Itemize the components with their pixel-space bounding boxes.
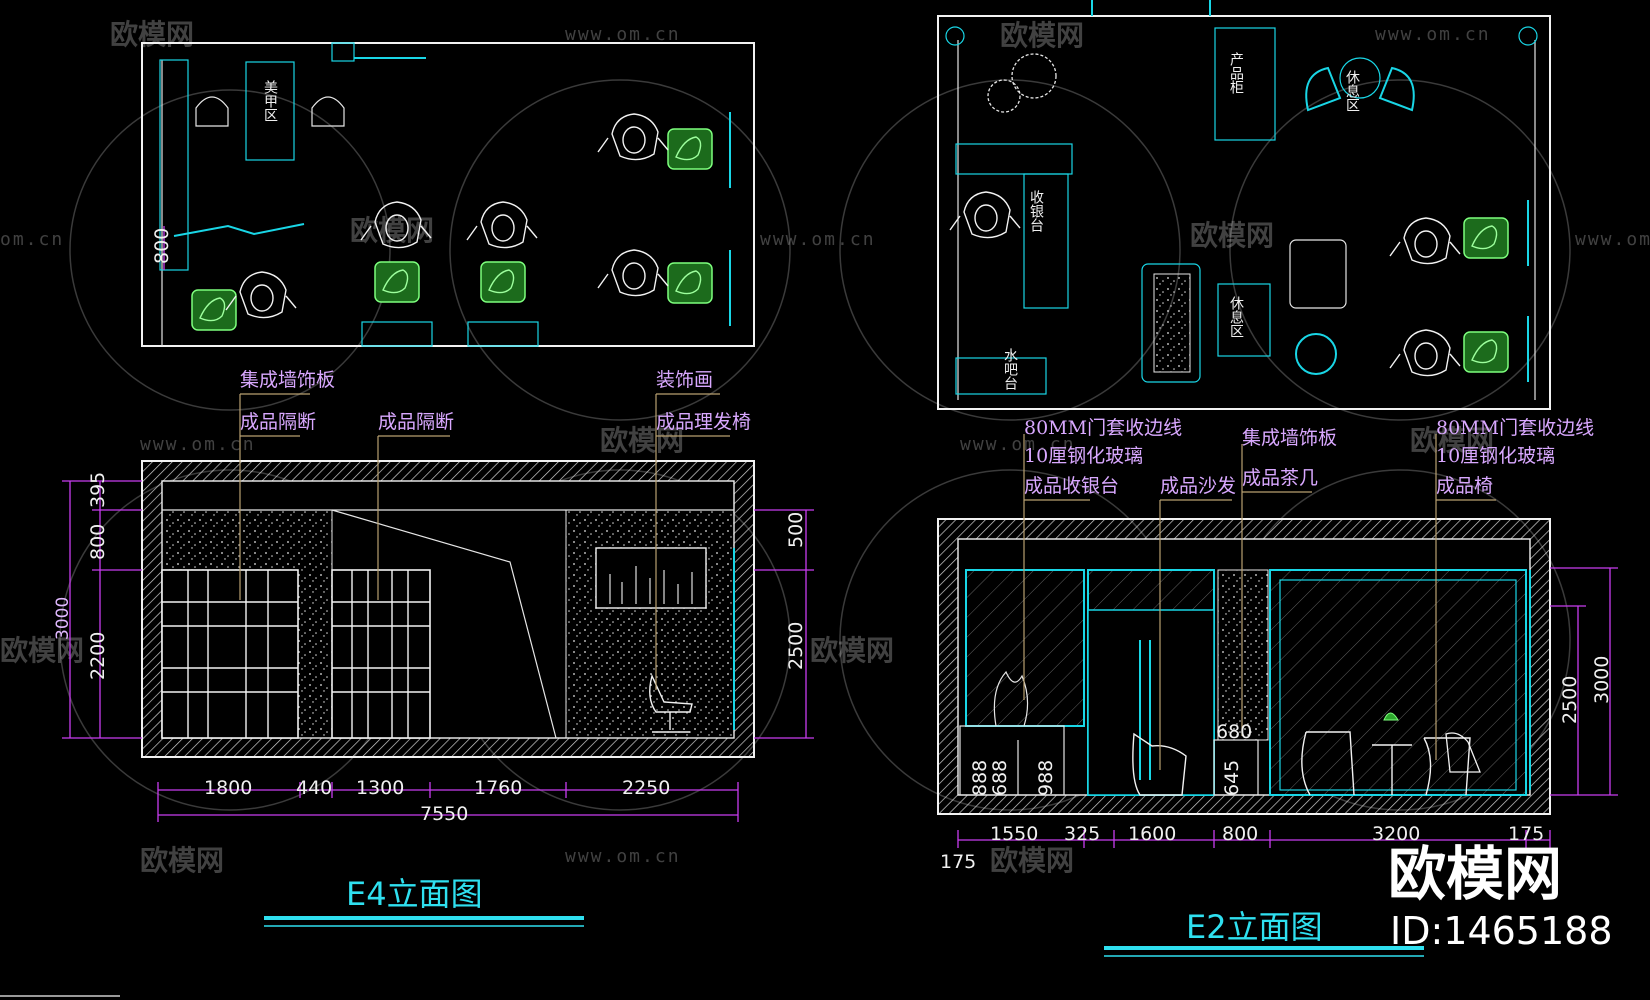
floor-plan-left: 美甲区 800 (141, 42, 755, 347)
dim-440: 440 (296, 777, 332, 799)
e2-table-set (1301, 712, 1481, 796)
room-label-bar: 水吧台 (1002, 348, 1018, 390)
e2-dimensions: 888 688 988 680 645 1550 325 1600 800 32… (940, 567, 1618, 873)
brand-id: ID:1465188 (1390, 909, 1613, 953)
watermark-url: www.om.cn (565, 846, 681, 867)
dim-395: 395 (87, 472, 109, 508)
e4-partition-2 (331, 569, 431, 739)
label-door-trim-b: 80MM门套收边线 (1436, 417, 1594, 439)
label-partition-2: 成品隔断 (378, 411, 454, 433)
dim-325: 325 (1064, 823, 1100, 845)
room-label-manicure: 美甲区 (262, 80, 278, 122)
watermark-brand: 欧模网 (110, 18, 194, 51)
e4-painting (595, 547, 707, 609)
dim-3000-e4: 3000 (53, 597, 73, 640)
dim-645: 645 (1221, 760, 1243, 796)
room-label-lounge-mid: 休息区 (1228, 296, 1244, 338)
watermark-url: www.om.cn (140, 434, 256, 455)
watermark-url: www.om.cn (1575, 229, 1650, 250)
watermark-url: www.om.cn (760, 229, 876, 250)
label-cashier-counter: 成品收银台 (1024, 475, 1119, 497)
label-wall-panel-e2: 集成墙饰板 (1242, 427, 1337, 449)
watermark-brand: 欧模网 (810, 634, 894, 667)
e2-title: E2立面图 (1186, 908, 1323, 946)
room-label-lounge-top: 休息区 (1344, 70, 1360, 112)
e4-title: E4立面图 (346, 875, 483, 913)
brand-watermark: 欧模网 (1388, 840, 1562, 908)
label-wall-panel: 集成墙饰板 (240, 369, 335, 391)
watermark-layer: 欧模网 欧模网 欧模网 欧模网 欧模网 欧模网 欧模网 欧模网 欧模网 欧模网 … (0, 18, 1650, 877)
dim-2200: 2200 (87, 632, 109, 680)
label-sofa: 成品沙发 (1160, 475, 1236, 497)
room-label-cabinet: 产品柜 (1228, 52, 1244, 94)
dim-1760: 1760 (474, 777, 522, 799)
label-glass-a: 10厘钢化玻璃 (1024, 445, 1143, 467)
dim-800: 800 (151, 228, 173, 264)
partition-line (173, 223, 305, 237)
watermark-brand: 欧模网 (350, 214, 434, 247)
dim-3000-e2: 3000 (1591, 656, 1613, 704)
e4-elevation: 集成墙饰板 成品隔断 成品隔断 装饰画 成品理发椅 1800 440 1300 … (53, 369, 814, 927)
dim-680: 680 (1216, 721, 1252, 743)
watermark-url: www.om.cn (960, 434, 1076, 455)
dim-175-right: 175 (1508, 823, 1544, 845)
watermark-brand: 欧模网 (600, 424, 684, 457)
watermark-brand: 欧模网 (1190, 219, 1274, 252)
watermark-brand: 欧模网 (1000, 19, 1084, 52)
e4-dimensions: 1800 440 1300 1760 2250 7550 395 800 220… (53, 472, 814, 825)
e4-barber-chair (649, 673, 693, 733)
room-label-cashier: 收银台 (1028, 190, 1044, 232)
dim-1800: 1800 (204, 777, 252, 799)
watermark-brand: 欧模网 (990, 844, 1074, 877)
dim-7550: 7550 (420, 803, 468, 825)
label-partition: 成品隔断 (240, 411, 316, 433)
label-barber-chair: 成品理发椅 (656, 411, 751, 433)
watermark-url: www.om.cn (565, 24, 681, 45)
manicure-counter (245, 61, 295, 161)
e4-partition-1 (161, 569, 299, 739)
dim-988: 988 (1035, 760, 1057, 796)
dim-800-e2: 800 (1222, 823, 1258, 845)
e2-elevation: 80MM门套收边线 10厘钢化玻璃 成品收银台 成品沙发 集成墙饰板 成品茶几 … (937, 417, 1618, 957)
dim-2500-e4: 2500 (785, 622, 807, 670)
label-door-trim-a: 80MM门套收边线 (1024, 417, 1182, 439)
watermark-brand: 欧模网 (1410, 424, 1494, 457)
dim-2500-e2: 2500 (1559, 676, 1581, 724)
dim-1550: 1550 (990, 823, 1038, 845)
label-chair-e2: 成品椅 (1436, 475, 1493, 497)
dim-1300: 1300 (356, 777, 404, 799)
dim-2250: 2250 (622, 777, 670, 799)
label-tea-table: 成品茶几 (1242, 467, 1318, 489)
dim-500: 500 (785, 512, 807, 548)
e2-labels: 80MM门套收边线 10厘钢化玻璃 成品收银台 成品沙发 集成墙饰板 成品茶几 … (1023, 417, 1594, 770)
dim-3200: 3200 (1372, 823, 1420, 845)
e4-labels: 集成墙饰板 成品隔断 成品隔断 装饰画 成品理发椅 (239, 369, 751, 690)
dim-1600: 1600 (1128, 823, 1176, 845)
label-glass-b: 10厘钢化玻璃 (1436, 445, 1555, 467)
dim-688: 688 (989, 760, 1011, 796)
dim-888: 888 (969, 760, 991, 796)
dim-800-e4: 800 (87, 524, 109, 560)
floor-plan-right: 产品柜 休息区 收银台 休息区 水吧台 (937, 0, 1551, 410)
watermark-url: www.om.cn (1375, 24, 1491, 45)
watermark-brand: 欧模网 (140, 844, 224, 877)
label-painting: 装饰画 (656, 369, 713, 391)
watermark-url: om.cn (0, 229, 64, 250)
dim-175-left: 175 (940, 851, 976, 873)
